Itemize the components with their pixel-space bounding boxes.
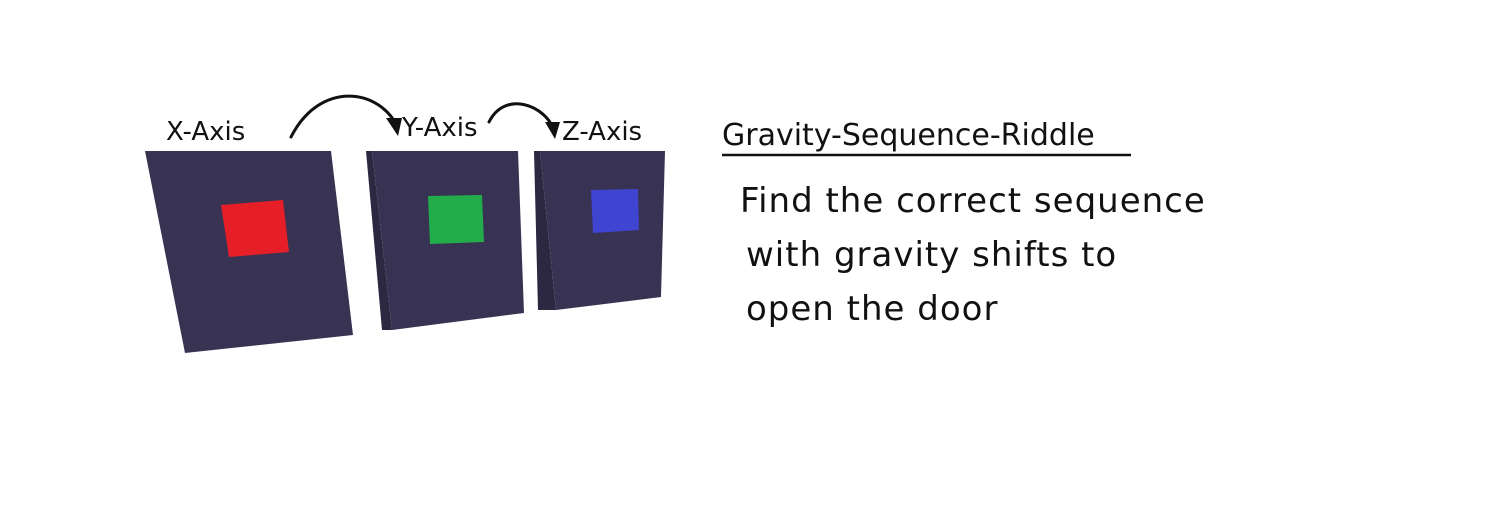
riddle-title: Gravity-Sequence-Riddle xyxy=(722,118,1095,153)
riddle-line-1: Find the correct sequence xyxy=(740,181,1206,221)
arrow-y-to-z xyxy=(487,102,560,139)
y-axis-panel-group xyxy=(366,151,524,330)
y-axis-panel-side xyxy=(366,151,392,330)
riddle-line-3: open the door xyxy=(746,289,998,329)
z-axis-cube xyxy=(591,189,639,233)
y-axis-label: Y-Axis xyxy=(401,113,478,143)
z-axis-panel-side xyxy=(534,151,556,310)
x-axis-label: X-Axis xyxy=(166,117,245,147)
z-axis-panel-group xyxy=(534,151,665,310)
y-axis-cube xyxy=(428,195,484,244)
arrow-x-to-y xyxy=(289,94,402,139)
riddle-line-2: with gravity shifts to xyxy=(746,235,1117,275)
x-axis-panel-group xyxy=(145,151,353,353)
z-axis-label: Z-Axis xyxy=(562,117,642,147)
x-axis-cube xyxy=(221,200,289,257)
